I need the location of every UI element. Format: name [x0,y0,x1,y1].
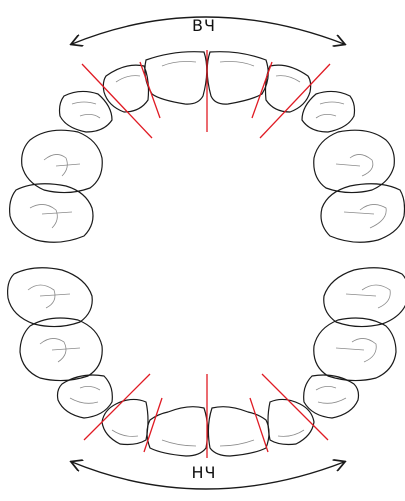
upper-left-lateral-incisor [103,65,148,112]
lower-right-line-2 [262,374,328,440]
lower-right-line-1 [250,398,268,452]
lower-left-line-2 [84,374,150,440]
upper-right-line-2 [260,64,330,138]
upper-right-lateral-incisor [266,65,311,112]
upper-right-line-1 [252,62,272,118]
upper-jaw-label: ВЧ [174,18,234,34]
upper-left-line-1 [140,62,160,118]
upper-left-central-incisor [145,52,207,104]
lower-right-canine [304,375,359,418]
upper-left-premolar [22,130,103,192]
upper-right-premolar [314,130,395,192]
upper-right-canine [302,91,355,132]
lower-jaw [8,268,405,489]
upper-left-line-2 [82,64,152,138]
upper-left-canine [60,91,113,132]
lower-jaw-label: НЧ [174,465,234,481]
lower-right-central-incisor [208,407,269,456]
lower-left-molar [8,268,93,327]
lower-right-molar [324,268,405,327]
upper-tooth-grooves [30,62,386,229]
lower-left-canine [58,375,113,418]
